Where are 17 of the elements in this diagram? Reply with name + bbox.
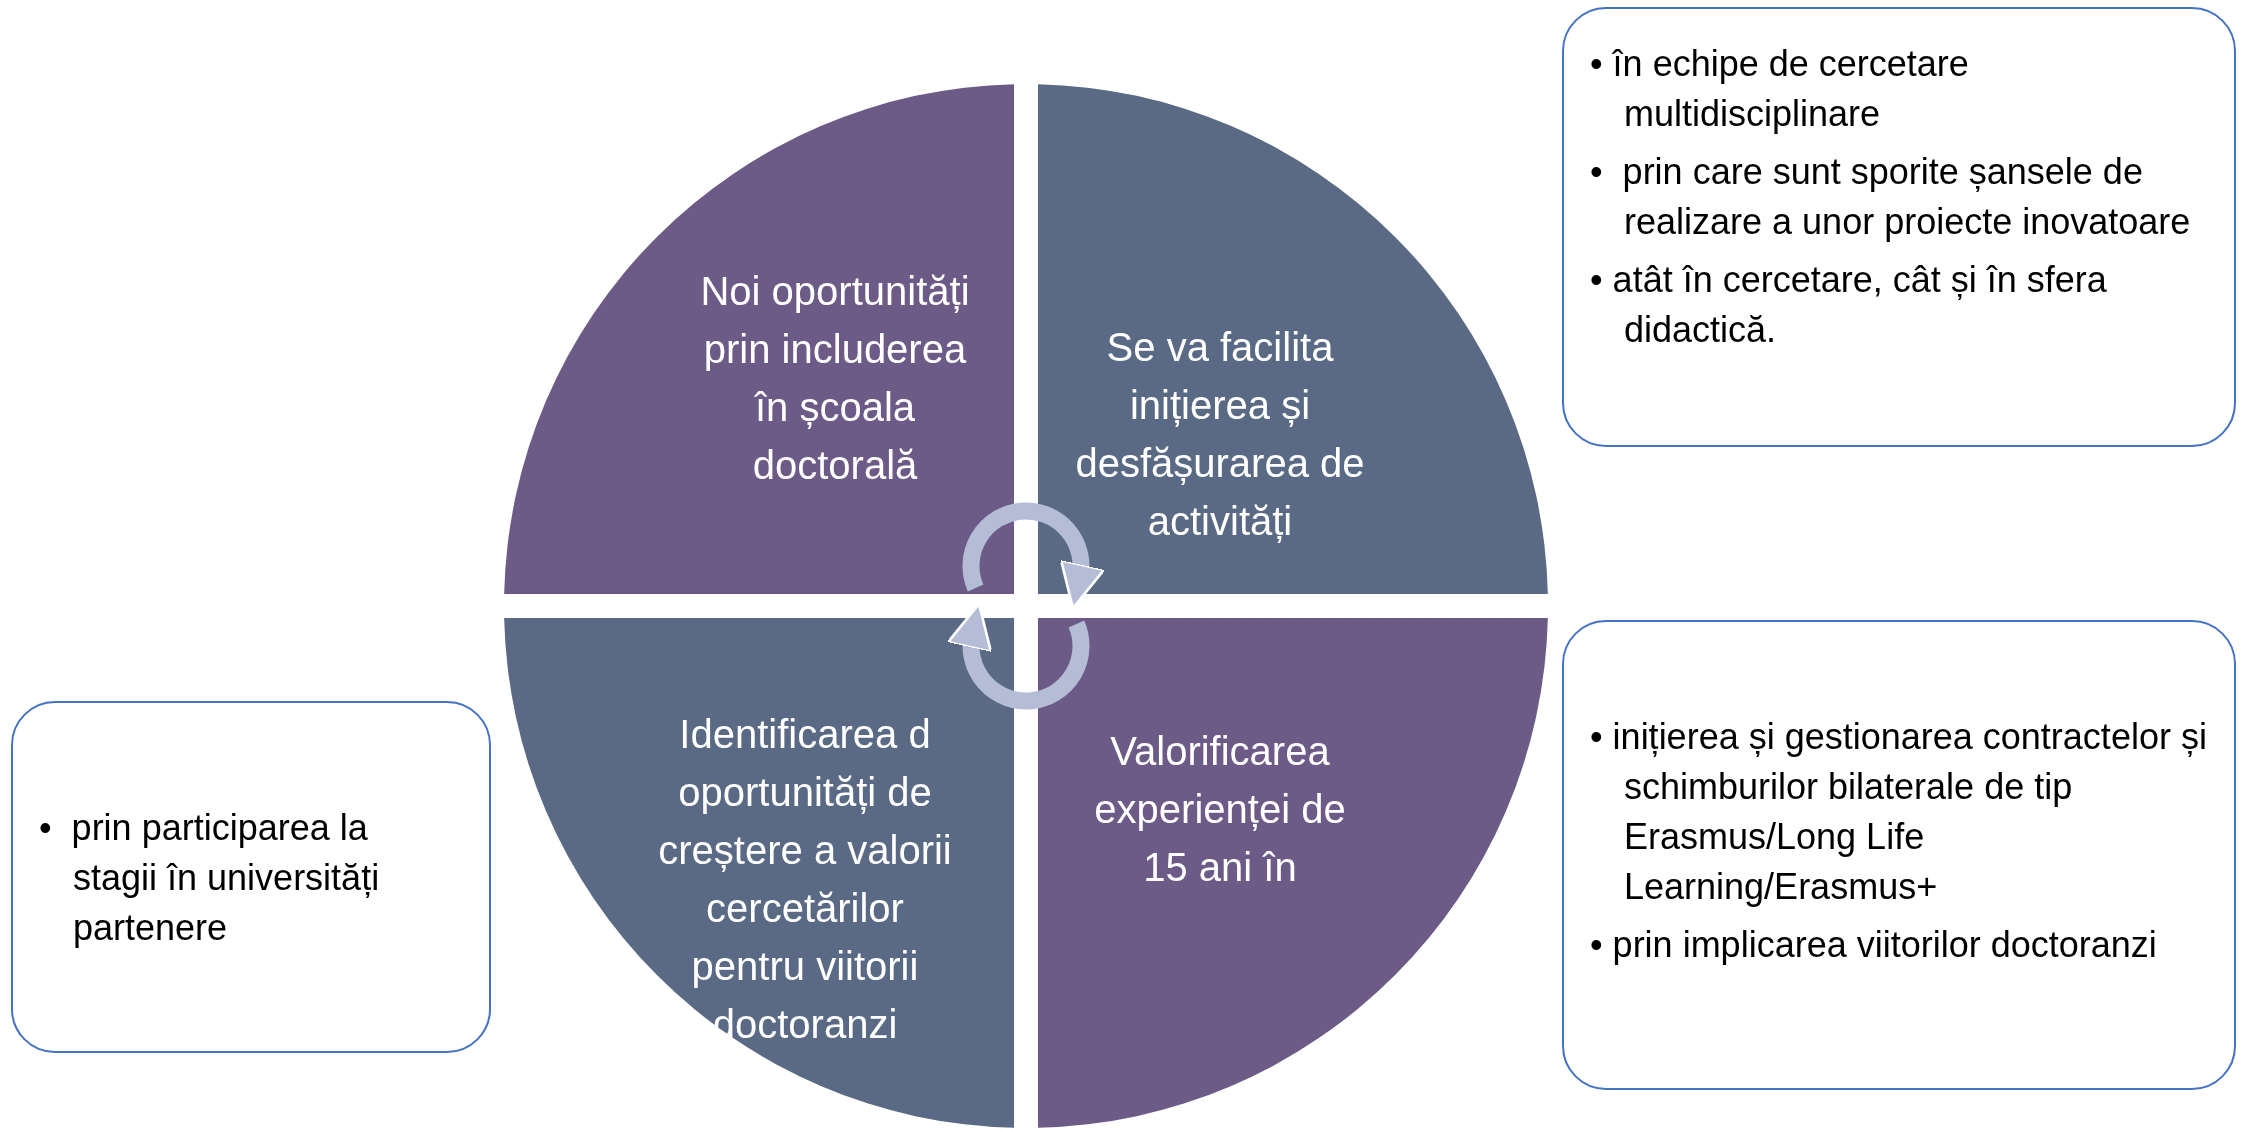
quadrant-segment bbox=[1038, 84, 1548, 594]
quadrant-segment bbox=[504, 618, 1014, 1128]
bullet-item: • prin implicarea viitorilor doctoranzi bbox=[1590, 923, 2158, 967]
callout-box bbox=[1562, 620, 2236, 1090]
bullet-item: • atât în cercetare, cât și în sfera didactică. bbox=[1590, 258, 2108, 352]
segment-text: Noi oportunități prin includerea în școala doctorală bbox=[699, 268, 971, 489]
bullet-item: • prin participarea la stagii în universități partenere bbox=[39, 806, 381, 950]
quadrant-segment bbox=[1038, 618, 1548, 1128]
quadrant-segment bbox=[504, 84, 1014, 594]
bullet-item: • inițierea și gestionarea contractelor și schimburilor bilaterale de tip Erasmus/Long Life Learning/Erasmus+ bbox=[1590, 715, 2208, 909]
segment-text: Se va facilita inițierea și desfășurarea de activități bbox=[1074, 324, 1366, 545]
segment-text: Valorificarea experienței de 15 ani în bbox=[1093, 728, 1347, 891]
callout-box bbox=[1562, 7, 2236, 447]
segment-text: Identificarea d oportunități de creștere a valorii cercetărilor pentru viitorii doctoranzi bbox=[657, 711, 953, 1048]
bullet-item: • în echipe de cercetare multidisciplinare bbox=[1590, 42, 1970, 136]
bullet-item: • prin care sunt sporite șansele de realizare a unor proiecte inovatoare bbox=[1590, 150, 2192, 244]
callout-box bbox=[11, 701, 491, 1053]
